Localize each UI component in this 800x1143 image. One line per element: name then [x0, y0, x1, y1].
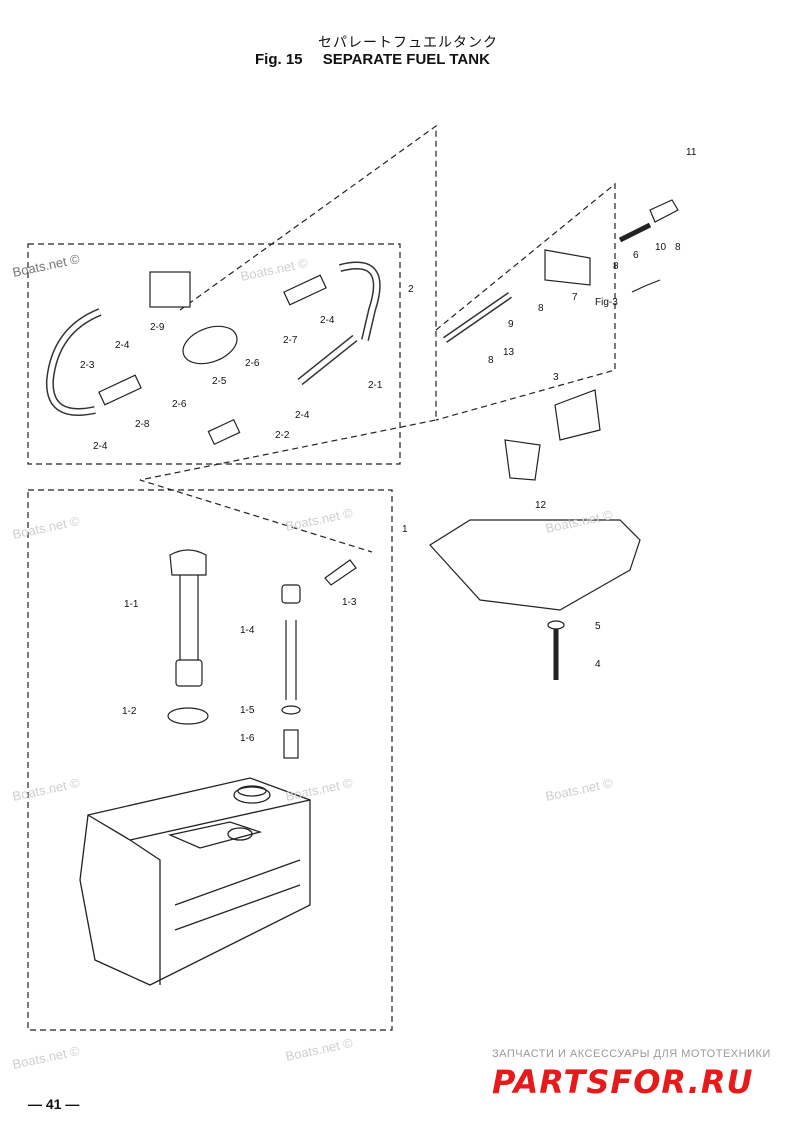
- label-12: 12: [535, 500, 547, 511]
- label-1-3: 1-3: [342, 597, 357, 608]
- label-2-3: 2-3: [80, 360, 95, 371]
- label-2-7: 2-7: [283, 335, 298, 346]
- fuel-hose-2-3-inner: [47, 309, 101, 415]
- label-10: 10: [655, 242, 667, 253]
- figure-title: SEPARATE FUEL TANK: [322, 51, 490, 68]
- page-title-japanese: セパレートフュエルタンク: [318, 35, 498, 51]
- label-2-4: 2-4: [115, 340, 130, 351]
- footer-tagline: ЗАПЧАСТИ И АКСЕССУАРЫ ДЛЯ МОТОТЕХНИКИ: [492, 1048, 771, 1060]
- label-1-4: 1-4: [240, 625, 255, 636]
- label-8: 8: [613, 261, 619, 272]
- page-number: — 41 —: [28, 1096, 80, 1112]
- primer-bulb: [182, 325, 238, 365]
- label-2-5: 2-5: [212, 376, 227, 387]
- callout-labels: 2 2-1 2-2 2-3 2-4 2-4 2-4 2-4 2-5 2-6 2-…: [80, 147, 697, 744]
- brand-logo: PARTSFOR.RU: [492, 1063, 754, 1101]
- label-5: 5: [595, 621, 601, 632]
- fuel-hose-right: [338, 261, 381, 341]
- label-1: 1: [402, 524, 408, 535]
- label-2-2: 2-2: [275, 430, 290, 441]
- label-2-4: 2-4: [93, 441, 108, 452]
- label-2: 2: [408, 284, 414, 295]
- fuel-gauge: [167, 549, 209, 725]
- label-2-6: 2-6: [172, 399, 187, 410]
- label-13: 13: [503, 347, 515, 358]
- fuel-connector-3: [554, 389, 601, 441]
- label-3: 3: [553, 372, 559, 383]
- label-2-4: 2-4: [295, 410, 310, 421]
- label-2-4: 2-4: [320, 315, 335, 326]
- label-fig-3: Fig-3: [595, 297, 618, 308]
- assembly-1-box: [27, 489, 393, 1031]
- label-11: 11: [686, 147, 697, 158]
- label-1-2: 1-2: [122, 706, 137, 717]
- label-2-8: 2-8: [135, 419, 150, 430]
- label-8: 8: [538, 303, 544, 314]
- engine-bracket: [429, 519, 641, 611]
- label-1-5: 1-5: [240, 705, 255, 716]
- label-4: 4: [595, 659, 601, 670]
- page-title: Fig. 15 SEPARATE FUEL TANK: [255, 51, 490, 68]
- label-7: 7: [572, 292, 578, 303]
- label-9: 9: [508, 319, 514, 330]
- assembly-2-box: [27, 243, 401, 465]
- label-1-1: 1-1: [124, 599, 139, 610]
- bracket-12: [504, 439, 541, 481]
- label-2-9: 2-9: [150, 322, 165, 333]
- label-8: 8: [488, 355, 494, 366]
- label-1-6: 1-6: [240, 733, 255, 744]
- label-6: 6: [633, 250, 639, 261]
- fuel-pickup: [281, 559, 357, 759]
- label-2-6: 2-6: [245, 358, 260, 369]
- label-2-1: 2-1: [368, 380, 383, 391]
- figure-number: Fig. 15: [255, 51, 303, 68]
- fuel-tank: [79, 777, 311, 986]
- label-8: 8: [675, 242, 681, 253]
- fuel-pump: [544, 249, 591, 286]
